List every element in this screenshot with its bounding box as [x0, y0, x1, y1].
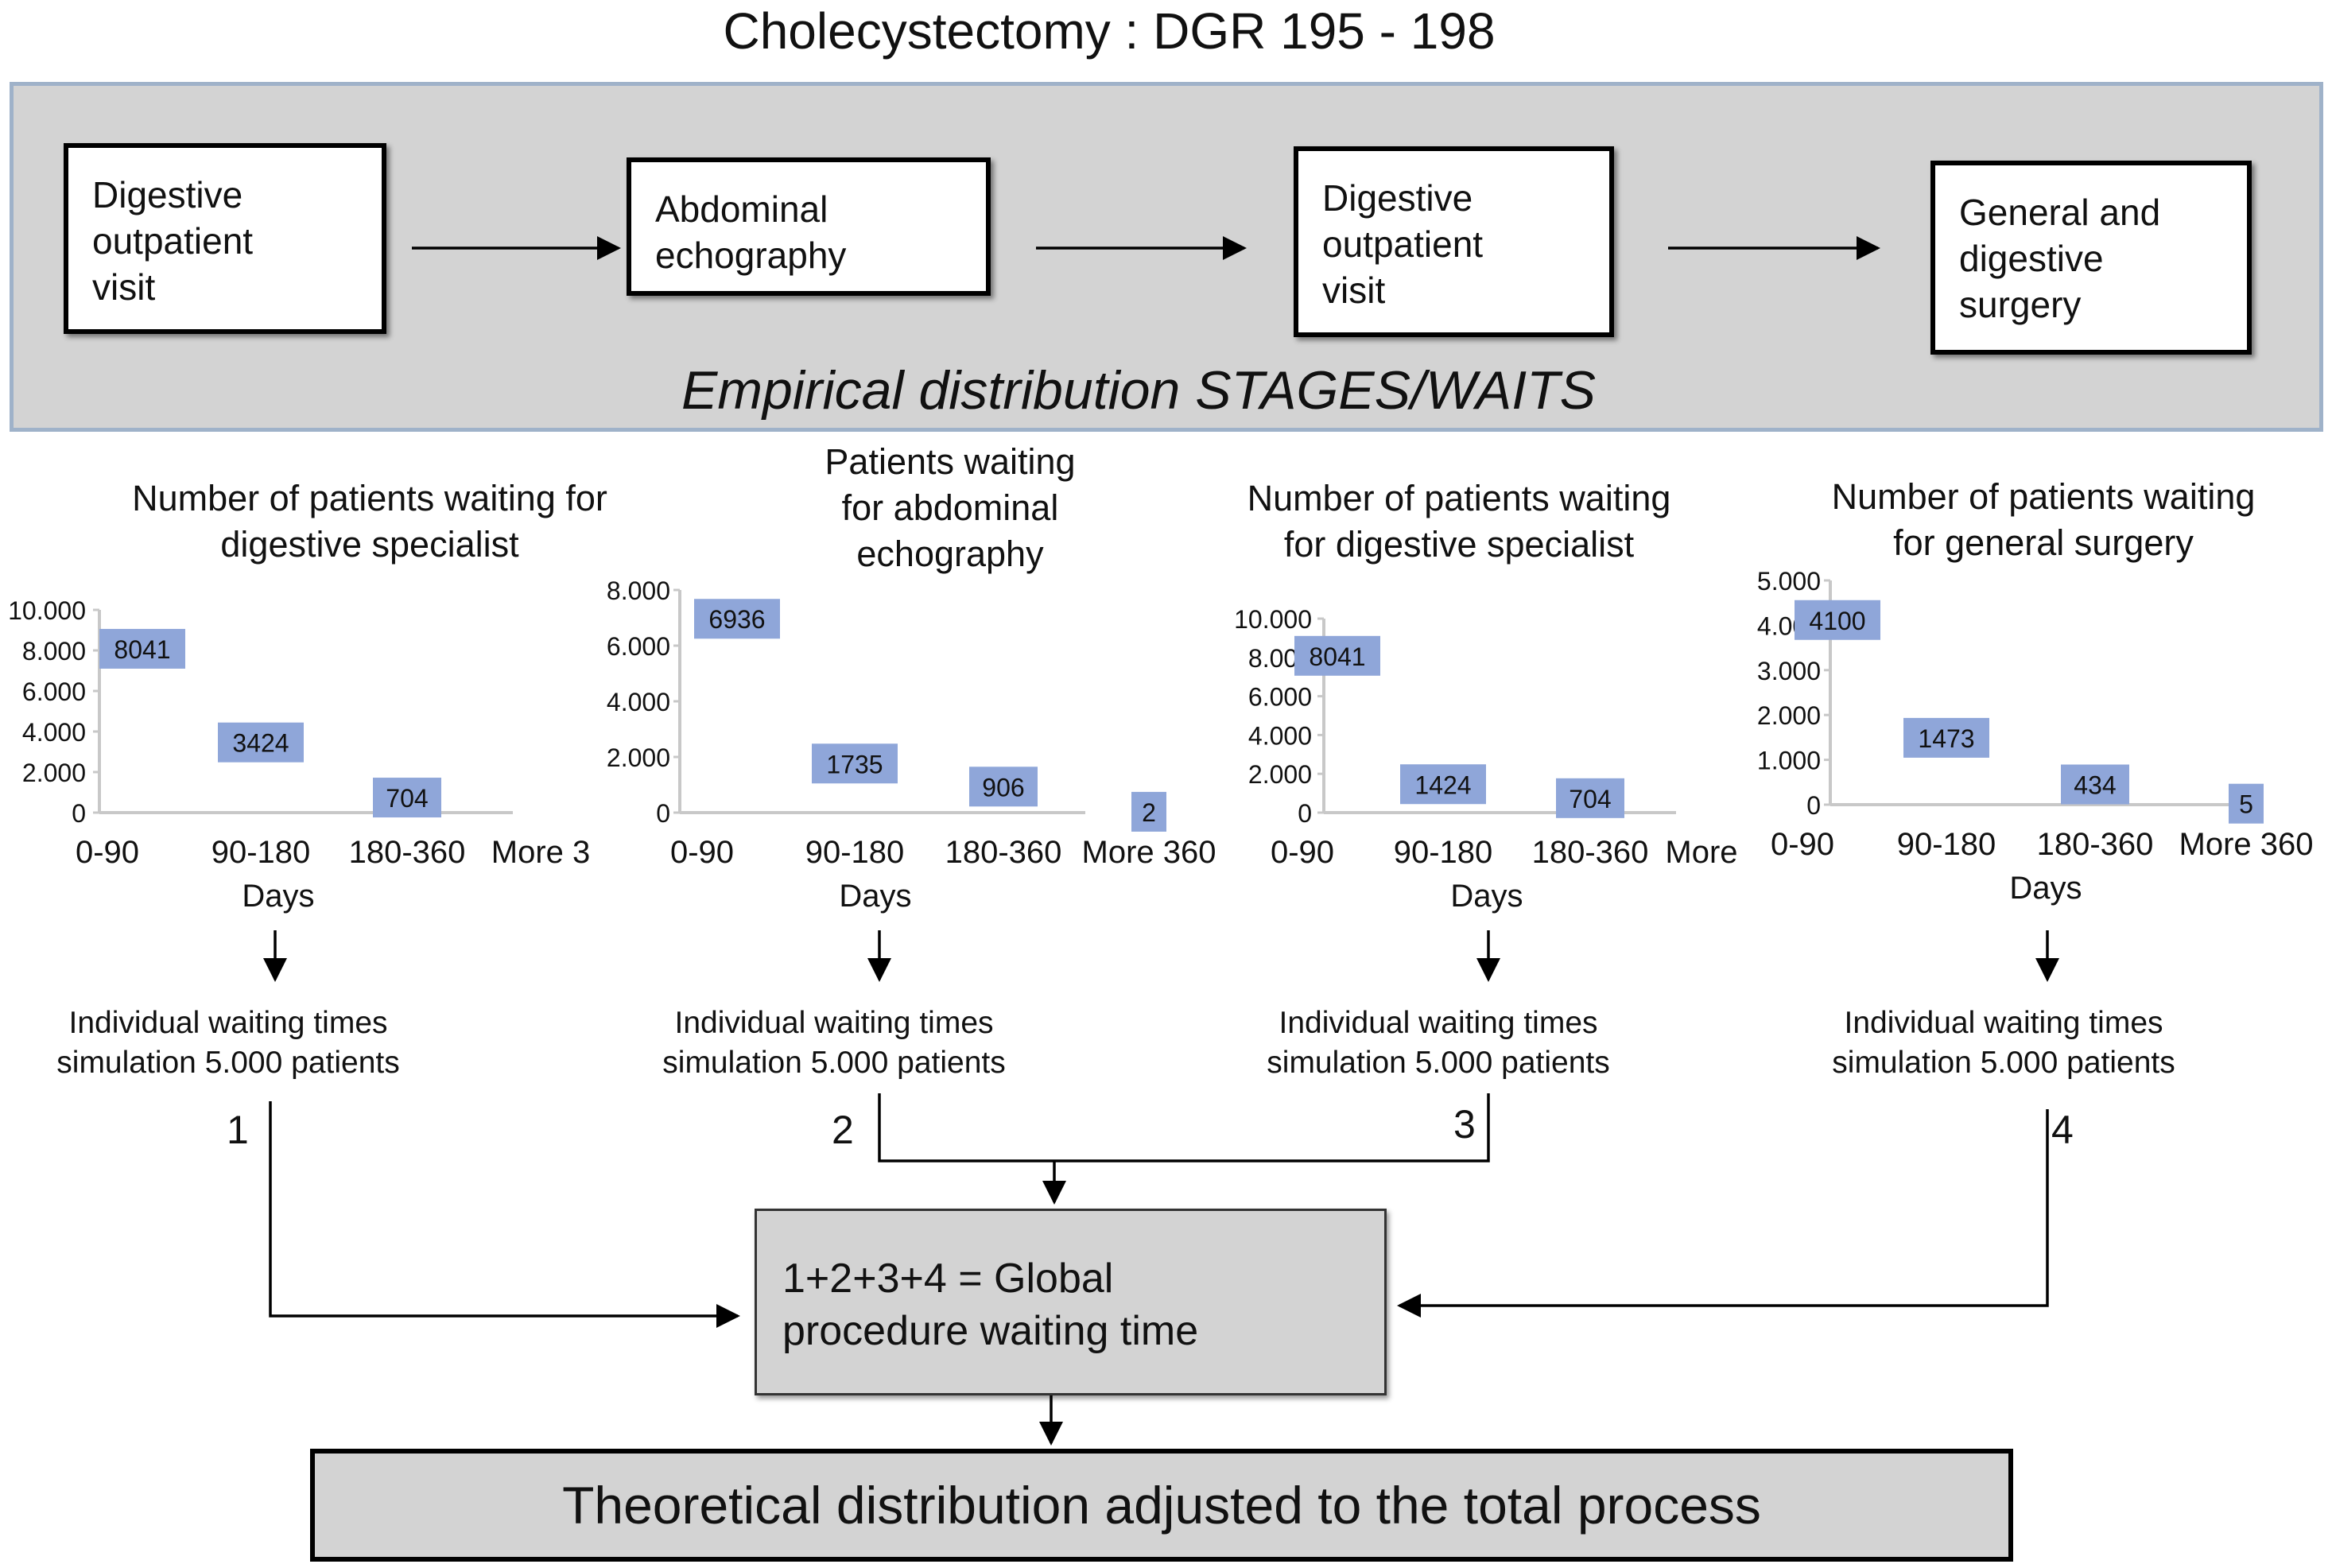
chart-1-category-label: 0-90 [76, 835, 139, 870]
chart-3-y-tick-label: 4.000 [1248, 721, 1312, 750]
chart-1-data-label: 704 [386, 784, 428, 813]
chart-3-data-point [1556, 778, 1624, 818]
chart-2-category-label: 180-360 [945, 835, 1062, 870]
simulation-label-1: Individual waiting times simulation 5.00… [56, 1006, 400, 1080]
chart-4-category-label: 90-180 [1897, 827, 1996, 862]
chart-2-data-point [694, 599, 780, 639]
chart-1-data-point [99, 628, 185, 669]
chart-4-y-tick-label: 2.000 [1757, 701, 1821, 730]
chart-1-data-label: 3424 [232, 729, 289, 758]
chart-2-y-tick-label: 6.000 [607, 632, 670, 661]
chart-4-title: Number of patients waiting for general s… [1831, 476, 2256, 563]
chart-3-y-tick-label: 6.000 [1248, 683, 1312, 712]
step-number-3: 3 [1453, 1102, 1476, 1147]
chart-1-data-label: 8041 [114, 635, 170, 664]
chart-4-y-tick-label: 1.000 [1757, 747, 1821, 775]
panel-caption: Empirical distribution STAGES/WAITS [681, 360, 1597, 421]
chart-4-data-point [2229, 783, 2264, 824]
chart-4-category-label: 0-90 [1771, 827, 1834, 862]
chart-3-y-tick-label: 2.000 [1248, 760, 1312, 789]
global-waiting-time-box: 1+2+3+4 = Global procedure waiting time [755, 1209, 1387, 1395]
chart-3-y-tick-label: 0 [1298, 799, 1312, 828]
chart-3-category-label: 90-180 [1394, 835, 1493, 870]
chart-1-category-label: More 3 [491, 835, 591, 870]
chart-3-data-label: 704 [1569, 785, 1611, 813]
chart-2-category-label: 90-180 [805, 835, 905, 870]
stage-box-digestive-visit-2: Digestive outpatient visit [1294, 146, 1614, 337]
chart-2-category-label: 0-90 [670, 835, 734, 870]
chart-1-category-label: 180-360 [349, 835, 466, 870]
chart-3-x-axis-label: Days [1450, 879, 1523, 914]
simulation-label-3: Individual waiting times simulation 5.00… [1267, 1006, 1610, 1080]
chart-4-data-label: 1473 [1918, 724, 1974, 753]
chart-2-data-label: 2 [1142, 798, 1156, 827]
chart-1-x-axis-label: Days [242, 879, 314, 914]
chart-1-y-tick-label: 8.000 [22, 637, 86, 666]
chart-3-category-label: 0-90 [1271, 835, 1334, 870]
stage-box-digestive-visit-1: Digestive outpatient visit [64, 143, 386, 334]
chart-3-data-label: 1424 [1414, 770, 1471, 799]
chart-3-category-label: 180-360 [1532, 835, 1649, 870]
connector-2-3 [878, 1093, 1490, 1162]
simulation-label-4: Individual waiting times simulation 5.00… [1832, 1006, 2175, 1080]
chart-2-y-tick-label: 4.000 [607, 688, 670, 716]
chart-1-y-tick-label: 6.000 [22, 677, 86, 706]
theoretical-distribution-box: Theoretical distribution adjusted to the… [310, 1449, 2013, 1562]
chart-2-data-label: 1735 [826, 750, 883, 778]
chart-2-y-tick-label: 0 [656, 799, 670, 828]
chart-4-data-label: 5 [2239, 790, 2253, 819]
chart-3-y-tick-label: 10.000 [1234, 605, 1312, 634]
chart-2-data-label: 6936 [708, 605, 765, 634]
chart-2-data-point [1131, 791, 1166, 832]
chart-3-data-label: 8041 [1309, 642, 1365, 671]
chart-3-data-point [1400, 764, 1486, 805]
stage-box-abdominal-echography: Abdominal echography [627, 157, 991, 296]
chart-3-title: Number of patients waiting for digestive… [1247, 478, 1671, 565]
chart-1-y-tick-label: 10.000 [8, 596, 86, 625]
chart-4-data-point [1903, 717, 1989, 758]
chart-1-y-tick-label: 0 [72, 799, 86, 828]
chart-4-y-tick-label: 3.000 [1757, 657, 1821, 685]
chart-2-data-point [812, 743, 898, 784]
chart-4-category-label: 180-360 [2037, 827, 2154, 862]
diagram-title: Cholecystectomy : DGR 195 - 198 [723, 2, 1496, 60]
chart-2-data-label: 906 [982, 773, 1024, 801]
chart-2-x-axis-label: Days [839, 879, 911, 914]
step-number-4: 4 [2051, 1108, 2074, 1152]
chart-1-category-label: 90-180 [211, 835, 311, 870]
chart-1-title: Number of patients waiting for digestive… [132, 478, 607, 565]
chart-1-y-tick-label: 4.000 [22, 718, 86, 747]
chart-4-data-label: 4100 [1809, 607, 1865, 635]
chart-2-y-tick-label: 2.000 [607, 743, 670, 772]
chart-2-title: Patients waiting for abdominal echograph… [825, 441, 1076, 574]
chart-4-data-point [1795, 600, 1880, 640]
chart-1-data-point [373, 778, 441, 818]
chart-1-y-tick-label: 2.000 [22, 759, 86, 787]
chart-4-category-label: More 360 [2179, 827, 2314, 862]
connector-1 [269, 1101, 740, 1328]
chart-2-data-point [969, 767, 1038, 807]
chart-2-category-label: More 360 [1082, 835, 1216, 870]
step-number-2: 2 [832, 1108, 854, 1152]
step-number-1: 1 [227, 1108, 249, 1152]
chart-3-category-label: More [1665, 835, 1737, 870]
connector-4 [1397, 1109, 2049, 1318]
chart-4-data-point [2061, 764, 2129, 805]
chart-2-y-tick-label: 8.000 [607, 576, 670, 605]
chart-4-y-tick-label: 0 [1806, 791, 1821, 820]
simulation-label-2: Individual waiting times simulation 5.00… [662, 1006, 1006, 1080]
chart-4-data-label: 434 [2074, 771, 2116, 800]
chart-4-y-tick-label: 5.000 [1757, 567, 1821, 596]
chart-1-data-point [218, 722, 304, 763]
chart-4-x-axis-label: Days [2009, 871, 2082, 906]
chart-3-data-point [1294, 635, 1380, 676]
stage-box-general-surgery: General and digestive surgery [1930, 161, 2252, 355]
